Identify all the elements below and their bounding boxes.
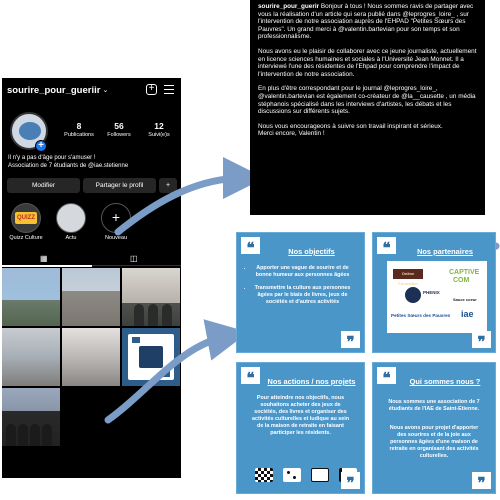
post-thumbnail[interactable] <box>62 268 120 326</box>
profile-stats: 8 Publications 56 Followers 12 Suivi(e)s <box>60 121 178 138</box>
stat-followers[interactable]: 56 Followers <box>100 121 138 138</box>
bio-line: Il n'y a pas d'âge pour s'amuser ! <box>8 155 96 161</box>
post-thumbnail[interactable] <box>62 328 120 386</box>
card-title: Nos actions / nos projets <box>267 377 356 386</box>
quote-open-icon: ❝ <box>377 237 396 257</box>
cards-icon <box>311 468 329 482</box>
profile-tabs: ▦ ◫ <box>2 252 181 266</box>
avatar[interactable] <box>10 112 48 150</box>
post-thumbnail[interactable] <box>122 268 180 326</box>
caption-paragraph: Nous avons eu le plaisir de collaborer a… <box>258 47 477 78</box>
caption-paragraph: Merci encore, Valentin ! <box>258 130 325 138</box>
card-title: Qui sommes nous ? <box>409 377 481 386</box>
bio-line: Association de 7 étudiants de @iae.steti… <box>8 163 129 169</box>
logo-online-formation: Online Formation <box>393 269 423 286</box>
profile-header: sourire_pour_gueriir ⌄ + <box>2 78 181 102</box>
card-text: Nous sommes une association de 7 étudian… <box>388 399 480 412</box>
card-text: Pour atteindre nos objectifs, nous souha… <box>251 395 350 436</box>
active-tab-indicator <box>2 265 92 267</box>
list-item: Transmettre la culture aux personnes âgé… <box>253 285 352 306</box>
card-qui-sommes-nous: ❝ Qui sommes nous ? Nous sommes une asso… <box>372 362 496 494</box>
post-grid <box>2 268 181 446</box>
highlight-label: Nouveau <box>104 235 128 241</box>
add-person-icon[interactable]: + <box>159 178 177 193</box>
caption-paragraph: En plus d'être correspondant pour le jou… <box>258 85 476 116</box>
quiz-icon: QUIZZ <box>11 203 41 233</box>
highlight-thumbnail <box>56 203 86 233</box>
quote-close-icon: ❞ <box>341 472 360 492</box>
create-post-icon[interactable]: + <box>146 84 157 95</box>
instagram-profile-screen: sourire_pour_gueriir ⌄ + + 8 Publication… <box>2 78 181 478</box>
stat-label: Publications <box>64 132 94 138</box>
highlight-label: Actu <box>65 235 77 241</box>
card-actions: ❝ Nos actions / nos projets Pour atteind… <box>236 362 365 494</box>
logo-captive-com: COM <box>453 277 470 284</box>
quote-close-icon: ❞ <box>341 331 360 351</box>
chess-icon <box>255 468 273 482</box>
quote-open-icon: ❝ <box>241 237 260 257</box>
partner-logos: Online Formation CAPTIVE COM PHENIX Sauc… <box>387 261 487 333</box>
post-thumbnail[interactable] <box>2 328 60 386</box>
quote-close-icon: ❞ <box>472 331 491 351</box>
logo-petites-soeurs: Petites Sœurs des Pauvres <box>391 313 451 318</box>
stat-label: Followers <box>107 132 131 138</box>
edit-profile-button[interactable]: Modifier <box>7 178 80 193</box>
story-highlights: QUIZZ Quizz Culture Actu + Nouveau <box>6 203 136 241</box>
caption-username[interactable]: sourire_pour_guerir <box>258 3 320 10</box>
post-thumbnail[interactable] <box>122 328 180 386</box>
caption-paragraph: sourire_pour_guerir Bonjour à tous ! Nou… <box>258 3 477 41</box>
stat-publications[interactable]: 8 Publications <box>60 121 98 138</box>
logo-phenix: PHENIX <box>423 290 440 295</box>
post-thumbnail <box>62 388 120 446</box>
highlight-actu[interactable]: Actu <box>51 203 91 241</box>
caption-paragraph: Nous vous encourageons à suivre son trav… <box>258 122 443 130</box>
card-partenaires: ❝ Nos partenaires Online Formation CAPTI… <box>372 232 496 353</box>
logo-sauce-coeur: Sauce coeur <box>453 297 477 302</box>
post-thumbnail[interactable] <box>2 388 60 446</box>
highlight-label: Quizz Culture <box>9 235 43 241</box>
chevron-down-icon[interactable]: ⌄ <box>102 87 109 94</box>
share-profile-button[interactable]: Partager le profil <box>83 178 156 193</box>
quiz-badge: QUIZZ <box>15 212 37 224</box>
post-thumbnail <box>122 388 180 446</box>
post-thumbnail[interactable] <box>2 268 60 326</box>
dice-icon <box>283 468 301 482</box>
profile-username[interactable]: sourire_pour_gueriir <box>7 84 101 96</box>
tagged-icon[interactable]: ◫ <box>130 254 138 263</box>
logo-captive-com: CAPTIVE <box>449 269 480 276</box>
objectives-list: Apporter une vague de sourire et de bonn… <box>253 265 352 312</box>
card-text: Nous avons pour projet d'apporter des so… <box>389 425 479 459</box>
stat-number: 12 <box>154 121 164 131</box>
stat-following[interactable]: 12 Suivi(e)s <box>140 121 178 138</box>
quote-close-icon: ❞ <box>472 472 491 492</box>
highlight-new[interactable]: + Nouveau <box>96 203 136 241</box>
card-title: Nos partenaires <box>417 247 473 256</box>
quote-open-icon: ❝ <box>377 367 396 387</box>
logo-phenix-icon <box>405 287 421 303</box>
profile-actions: Modifier Partager le profil + <box>7 178 177 193</box>
profile-bio: Il n'y a pas d'âge pour s'amuser ! Assoc… <box>8 154 178 170</box>
card-objectifs: ❝ Nos objectifs Apporter une vague de so… <box>236 232 365 353</box>
add-story-icon[interactable]: + <box>35 140 47 152</box>
card-title: Nos objectifs <box>288 247 335 256</box>
menu-icon[interactable] <box>164 85 174 94</box>
stat-number: 56 <box>114 121 124 131</box>
logo-iae: iae <box>461 309 474 319</box>
quote-open-icon: ❝ <box>241 367 260 387</box>
post-caption: sourire_pour_guerir Bonjour à tous ! Nou… <box>250 0 485 215</box>
grid-icon[interactable]: ▦ <box>40 254 48 263</box>
plus-icon: + <box>101 203 131 233</box>
caption-text: Bonjour à tous ! Nous sommes ravis de pa… <box>258 3 474 41</box>
stat-label: Suivi(e)s <box>148 132 170 138</box>
highlight-quizz[interactable]: QUIZZ Quizz Culture <box>6 203 46 241</box>
list-item: Apporter une vague de sourire et de bonn… <box>253 265 352 279</box>
stat-number: 8 <box>76 121 82 131</box>
